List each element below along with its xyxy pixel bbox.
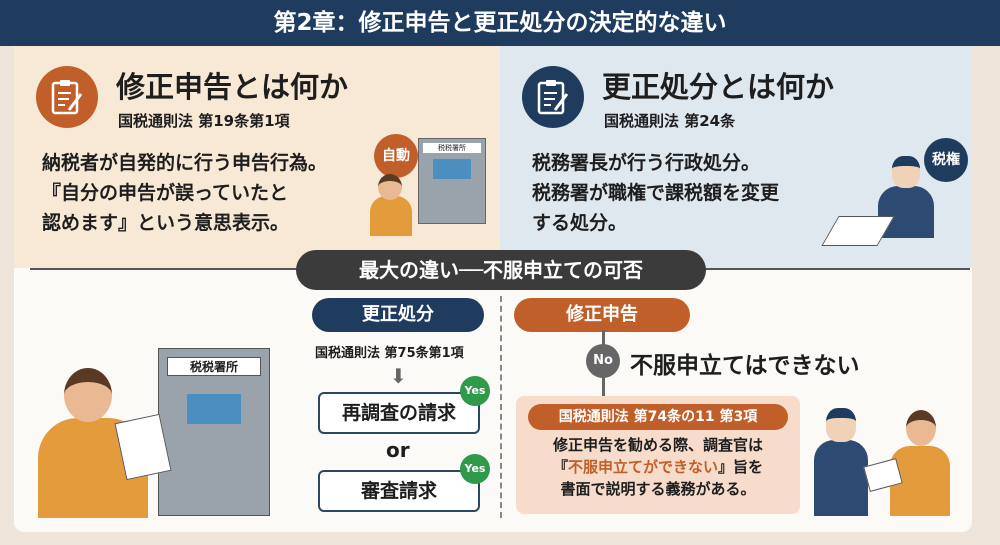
document-illustration bbox=[821, 216, 895, 246]
arrow-down-icon: ⬇ bbox=[390, 364, 407, 388]
office-sign: 税税署所 bbox=[167, 357, 261, 376]
speech-bubble: 税権 bbox=[924, 138, 968, 182]
amendment-title: 修正申告とは何か bbox=[116, 70, 349, 104]
obligation-note-box: 国税通則法 第74条の11 第3項 修正申告を勧める際、調査官は 『不服申立てが… bbox=[516, 396, 800, 514]
obligation-law-tag: 国税通則法 第74条の11 第3項 bbox=[528, 404, 788, 430]
office-sign: 税税署所 bbox=[423, 143, 481, 153]
column-divider bbox=[500, 296, 502, 518]
correction-title: 更正処分とは何か bbox=[602, 70, 835, 104]
note-highlight: 不服申立てができない bbox=[567, 458, 718, 476]
reinvestigation-request-option: 再調査の請求 bbox=[318, 392, 480, 434]
amendment-law: 国税通則法 第19条第1項 bbox=[118, 112, 290, 130]
person-illustration bbox=[370, 196, 412, 236]
official-illustration bbox=[814, 440, 868, 516]
tax-office-machine-illustration: 税税署所 bbox=[418, 138, 486, 224]
official-head bbox=[892, 156, 920, 188]
body-line: 納税者が自発的に行う申告行為。 bbox=[42, 152, 328, 174]
note-line: 修正申告を勧める際、調査官は bbox=[552, 436, 763, 454]
body-line: 税務署長が行う行政処分。 bbox=[532, 152, 761, 174]
body-line: 『自分の申告が誤っていたと bbox=[42, 182, 289, 204]
correction-tag: 更正処分 bbox=[312, 298, 484, 332]
clipboard-pen-icon bbox=[36, 66, 98, 128]
or-label: or bbox=[386, 438, 410, 462]
person-head bbox=[64, 368, 112, 422]
note-line: 書面で説明する義務がある。 bbox=[560, 480, 756, 498]
page-title: 第2章：修正申告と更正処分の決定的な違い bbox=[0, 0, 1000, 46]
body-line: 認めます』という意思表示。 bbox=[42, 212, 290, 234]
body-line: 税務署が職権で課税額を変更 bbox=[532, 182, 780, 204]
amendment-tag: 修正申告 bbox=[514, 298, 690, 332]
correction-appeal-law: 国税通則法 第75条第1項 bbox=[315, 346, 464, 361]
official-illustration bbox=[878, 186, 934, 238]
quote-close: 』旨を bbox=[718, 458, 764, 476]
quote-open: 『 bbox=[552, 458, 568, 476]
tax-office-machine-illustration: 税税署所 bbox=[158, 348, 270, 516]
amendment-definition-panel: 修正申告とは何か 国税通則法 第19条第1項 納税者が自発的に行う申告行為。 『… bbox=[14, 46, 500, 268]
correction-law: 国税通則法 第24条 bbox=[604, 112, 736, 130]
no-appeal-statement: 不服申立てはできない bbox=[630, 353, 860, 379]
yes-badge: Yes bbox=[460, 454, 490, 484]
correction-definition-panel: 更正処分とは何か 国税通則法 第24条 税務署長が行う行政処分。 税務署が職権で… bbox=[500, 46, 972, 268]
person-head bbox=[906, 410, 936, 446]
clipboard-pen-icon bbox=[522, 66, 584, 128]
no-badge: No bbox=[586, 344, 620, 378]
examination-request-option: 審査請求 bbox=[318, 470, 480, 512]
yes-badge: Yes bbox=[460, 376, 490, 406]
body-line: する処分。 bbox=[532, 212, 628, 234]
official-head bbox=[826, 408, 856, 442]
person-head bbox=[378, 174, 402, 200]
speech-bubble: 自動 bbox=[374, 134, 418, 178]
key-difference-label: 最大の違い──不服申立ての可否 bbox=[296, 250, 706, 290]
